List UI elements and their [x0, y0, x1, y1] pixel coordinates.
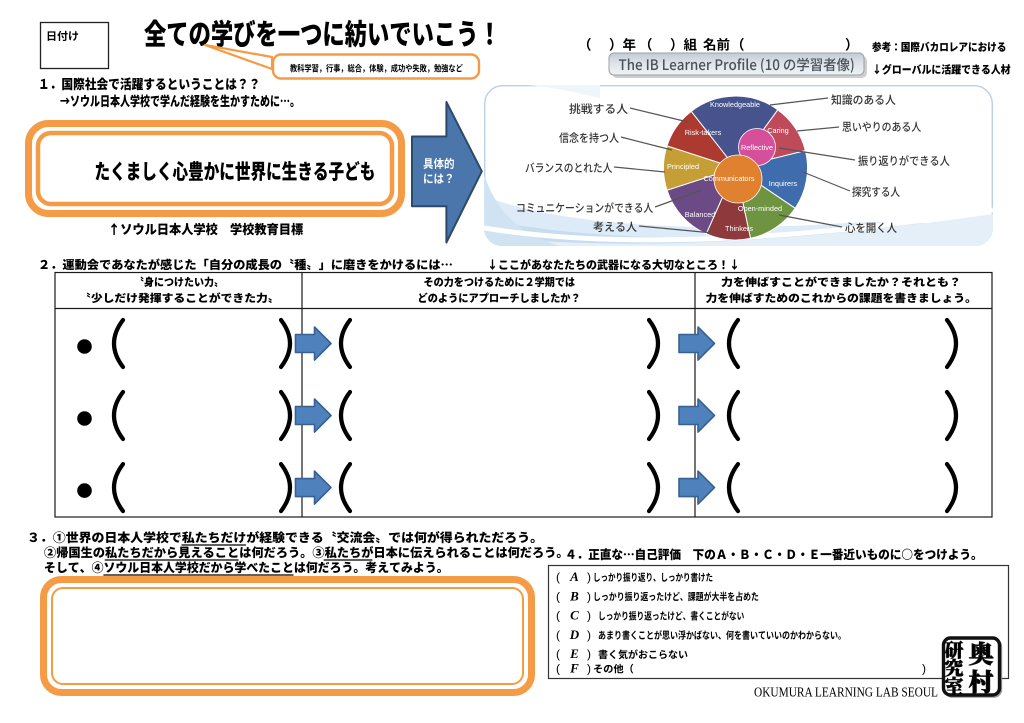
- svg-text:): ): [587, 589, 591, 603]
- svg-text:(: (: [556, 570, 560, 584]
- svg-text:Knowledgeable: Knowledgeable: [710, 100, 760, 109]
- svg-text:C: C: [570, 608, 579, 623]
- svg-text:): ): [922, 662, 926, 676]
- svg-text:Balanced: Balanced: [685, 210, 715, 219]
- svg-text:): ): [587, 609, 591, 623]
- svg-text:): ): [587, 662, 591, 676]
- svg-text:D: D: [569, 627, 580, 642]
- svg-text:Risk-takers: Risk-takers: [685, 128, 722, 137]
- svg-text:Open-minded: Open-minded: [738, 204, 782, 213]
- svg-text:E: E: [569, 646, 579, 661]
- svg-text:(: (: [556, 662, 560, 676]
- svg-text:(: (: [556, 609, 560, 623]
- svg-text:Reflective: Reflective: [741, 143, 773, 152]
- svg-text:(: (: [556, 647, 560, 661]
- svg-text:Thinkers: Thinkers: [725, 224, 753, 233]
- svg-text:OKUMURA LEARNING LAB SEOUL: OKUMURA LEARNING LAB SEOUL: [754, 685, 938, 700]
- svg-text:F: F: [569, 661, 579, 676]
- svg-text:Principled: Principled: [667, 162, 699, 171]
- svg-text:): ): [587, 647, 591, 661]
- svg-text:B: B: [569, 588, 579, 603]
- svg-text:(: (: [556, 589, 560, 603]
- svg-text:Caring: Caring: [767, 126, 789, 135]
- svg-text:(: (: [556, 628, 560, 642]
- svg-text:): ): [587, 628, 591, 642]
- svg-text:Inquirers: Inquirers: [769, 179, 798, 188]
- svg-text:A: A: [569, 569, 579, 584]
- svg-text:Communicators: Communicators: [703, 174, 754, 183]
- svg-text:): ): [587, 570, 591, 584]
